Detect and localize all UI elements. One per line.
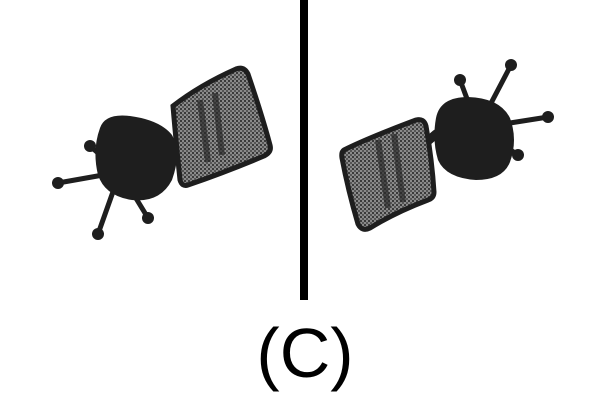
right-panel (308, 0, 608, 300)
chair-right (339, 59, 554, 232)
figure-caption: (C) (256, 314, 354, 392)
chair-backrest-right (339, 117, 437, 232)
chair-wheels-left (52, 140, 154, 240)
chair-left (52, 65, 273, 240)
left-panel (0, 0, 300, 300)
chair-seat-left (95, 115, 177, 201)
panel-divider (300, 0, 308, 300)
chair-wheels-right (454, 59, 554, 161)
chair-seat-right (434, 97, 514, 180)
